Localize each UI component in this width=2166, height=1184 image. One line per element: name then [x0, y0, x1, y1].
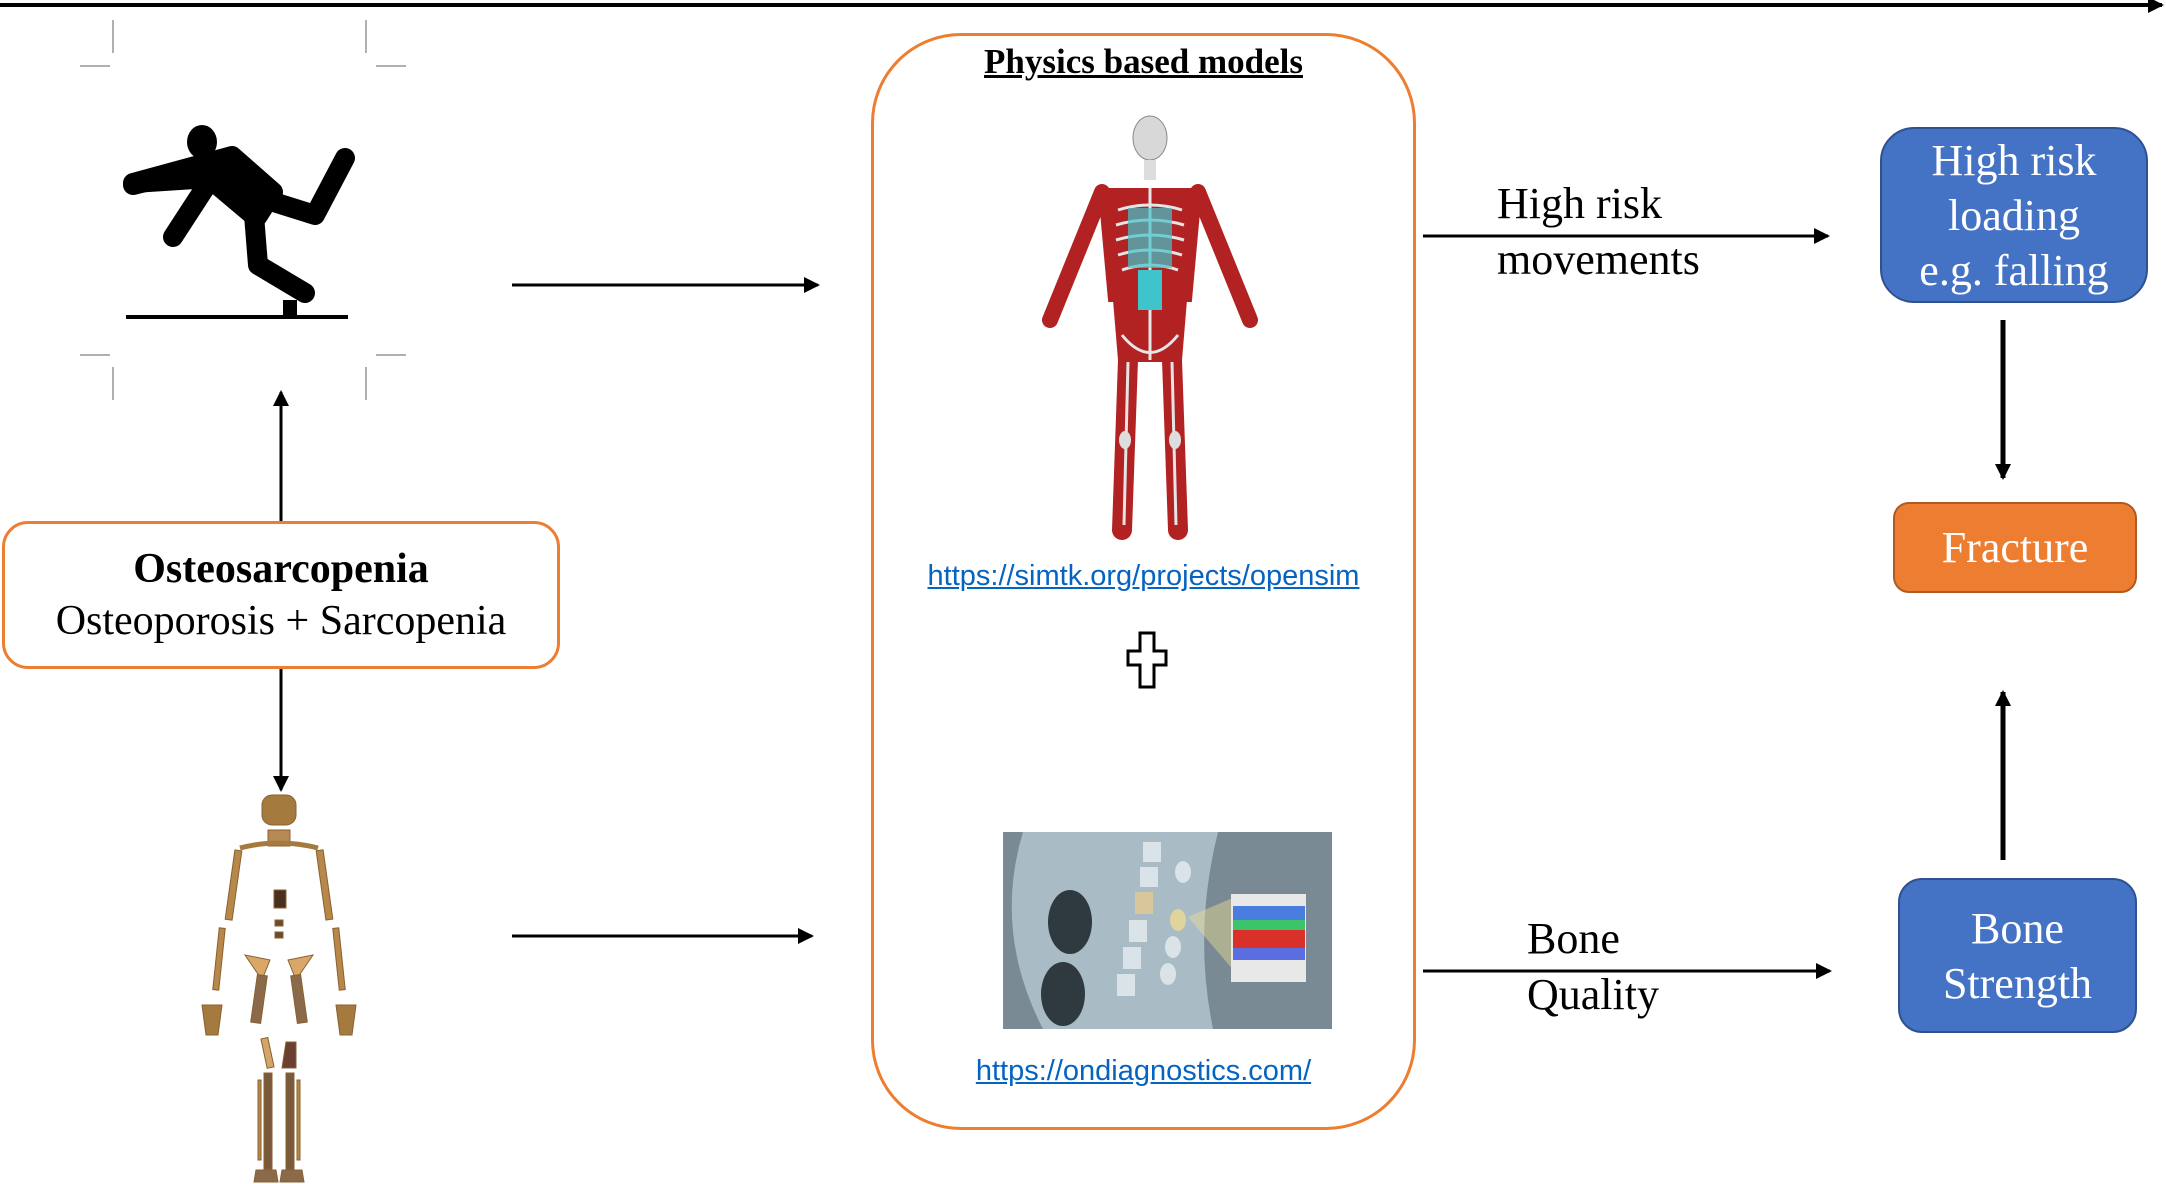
condition-subtitle: Osteoporosis + Sarcopenia [55, 598, 507, 644]
obstacle [283, 300, 297, 316]
crop-marks [80, 20, 406, 400]
loading-line-1: High risk [1931, 135, 2097, 185]
condition-box: Osteosarcopenia Osteoporosis + Sarcopeni… [2, 521, 560, 669]
plus-icon [1126, 631, 1168, 689]
fracture-box: Fracture [1893, 502, 2137, 593]
loading-line-3: e.g. falling [1919, 245, 2109, 295]
fracture-label: Fracture [1941, 523, 2089, 572]
condition-title: Osteosarcopenia [133, 546, 429, 592]
strength-line-1: Bone [1971, 903, 2064, 953]
movements-label-line2: movements [1497, 235, 1700, 284]
opensim-link[interactable]: https://simtk.org/projects/opensim [927, 560, 1360, 592]
quality-label-line2: Quality [1527, 970, 1659, 1019]
skeleton-image [201, 794, 357, 1183]
ct-spine-bone-model-image [1003, 832, 1332, 1029]
loading-line-2: loading [1948, 190, 2080, 240]
falling-person-icon [80, 20, 406, 400]
high-risk-loading-box: High risk loading e.g. falling [1880, 127, 2148, 303]
bone-strength-box: Bone Strength [1898, 878, 2137, 1033]
movements-label-line1: High risk [1497, 179, 1662, 228]
musculoskeletal-model-image [1042, 115, 1258, 540]
panel-title: Physics based models [984, 42, 1303, 81]
ondiagnostics-link[interactable]: https://ondiagnostics.com/ [975, 1055, 1312, 1087]
quality-label-line1: Bone [1527, 914, 1620, 963]
strength-line-2: Strength [1942, 958, 2093, 1008]
